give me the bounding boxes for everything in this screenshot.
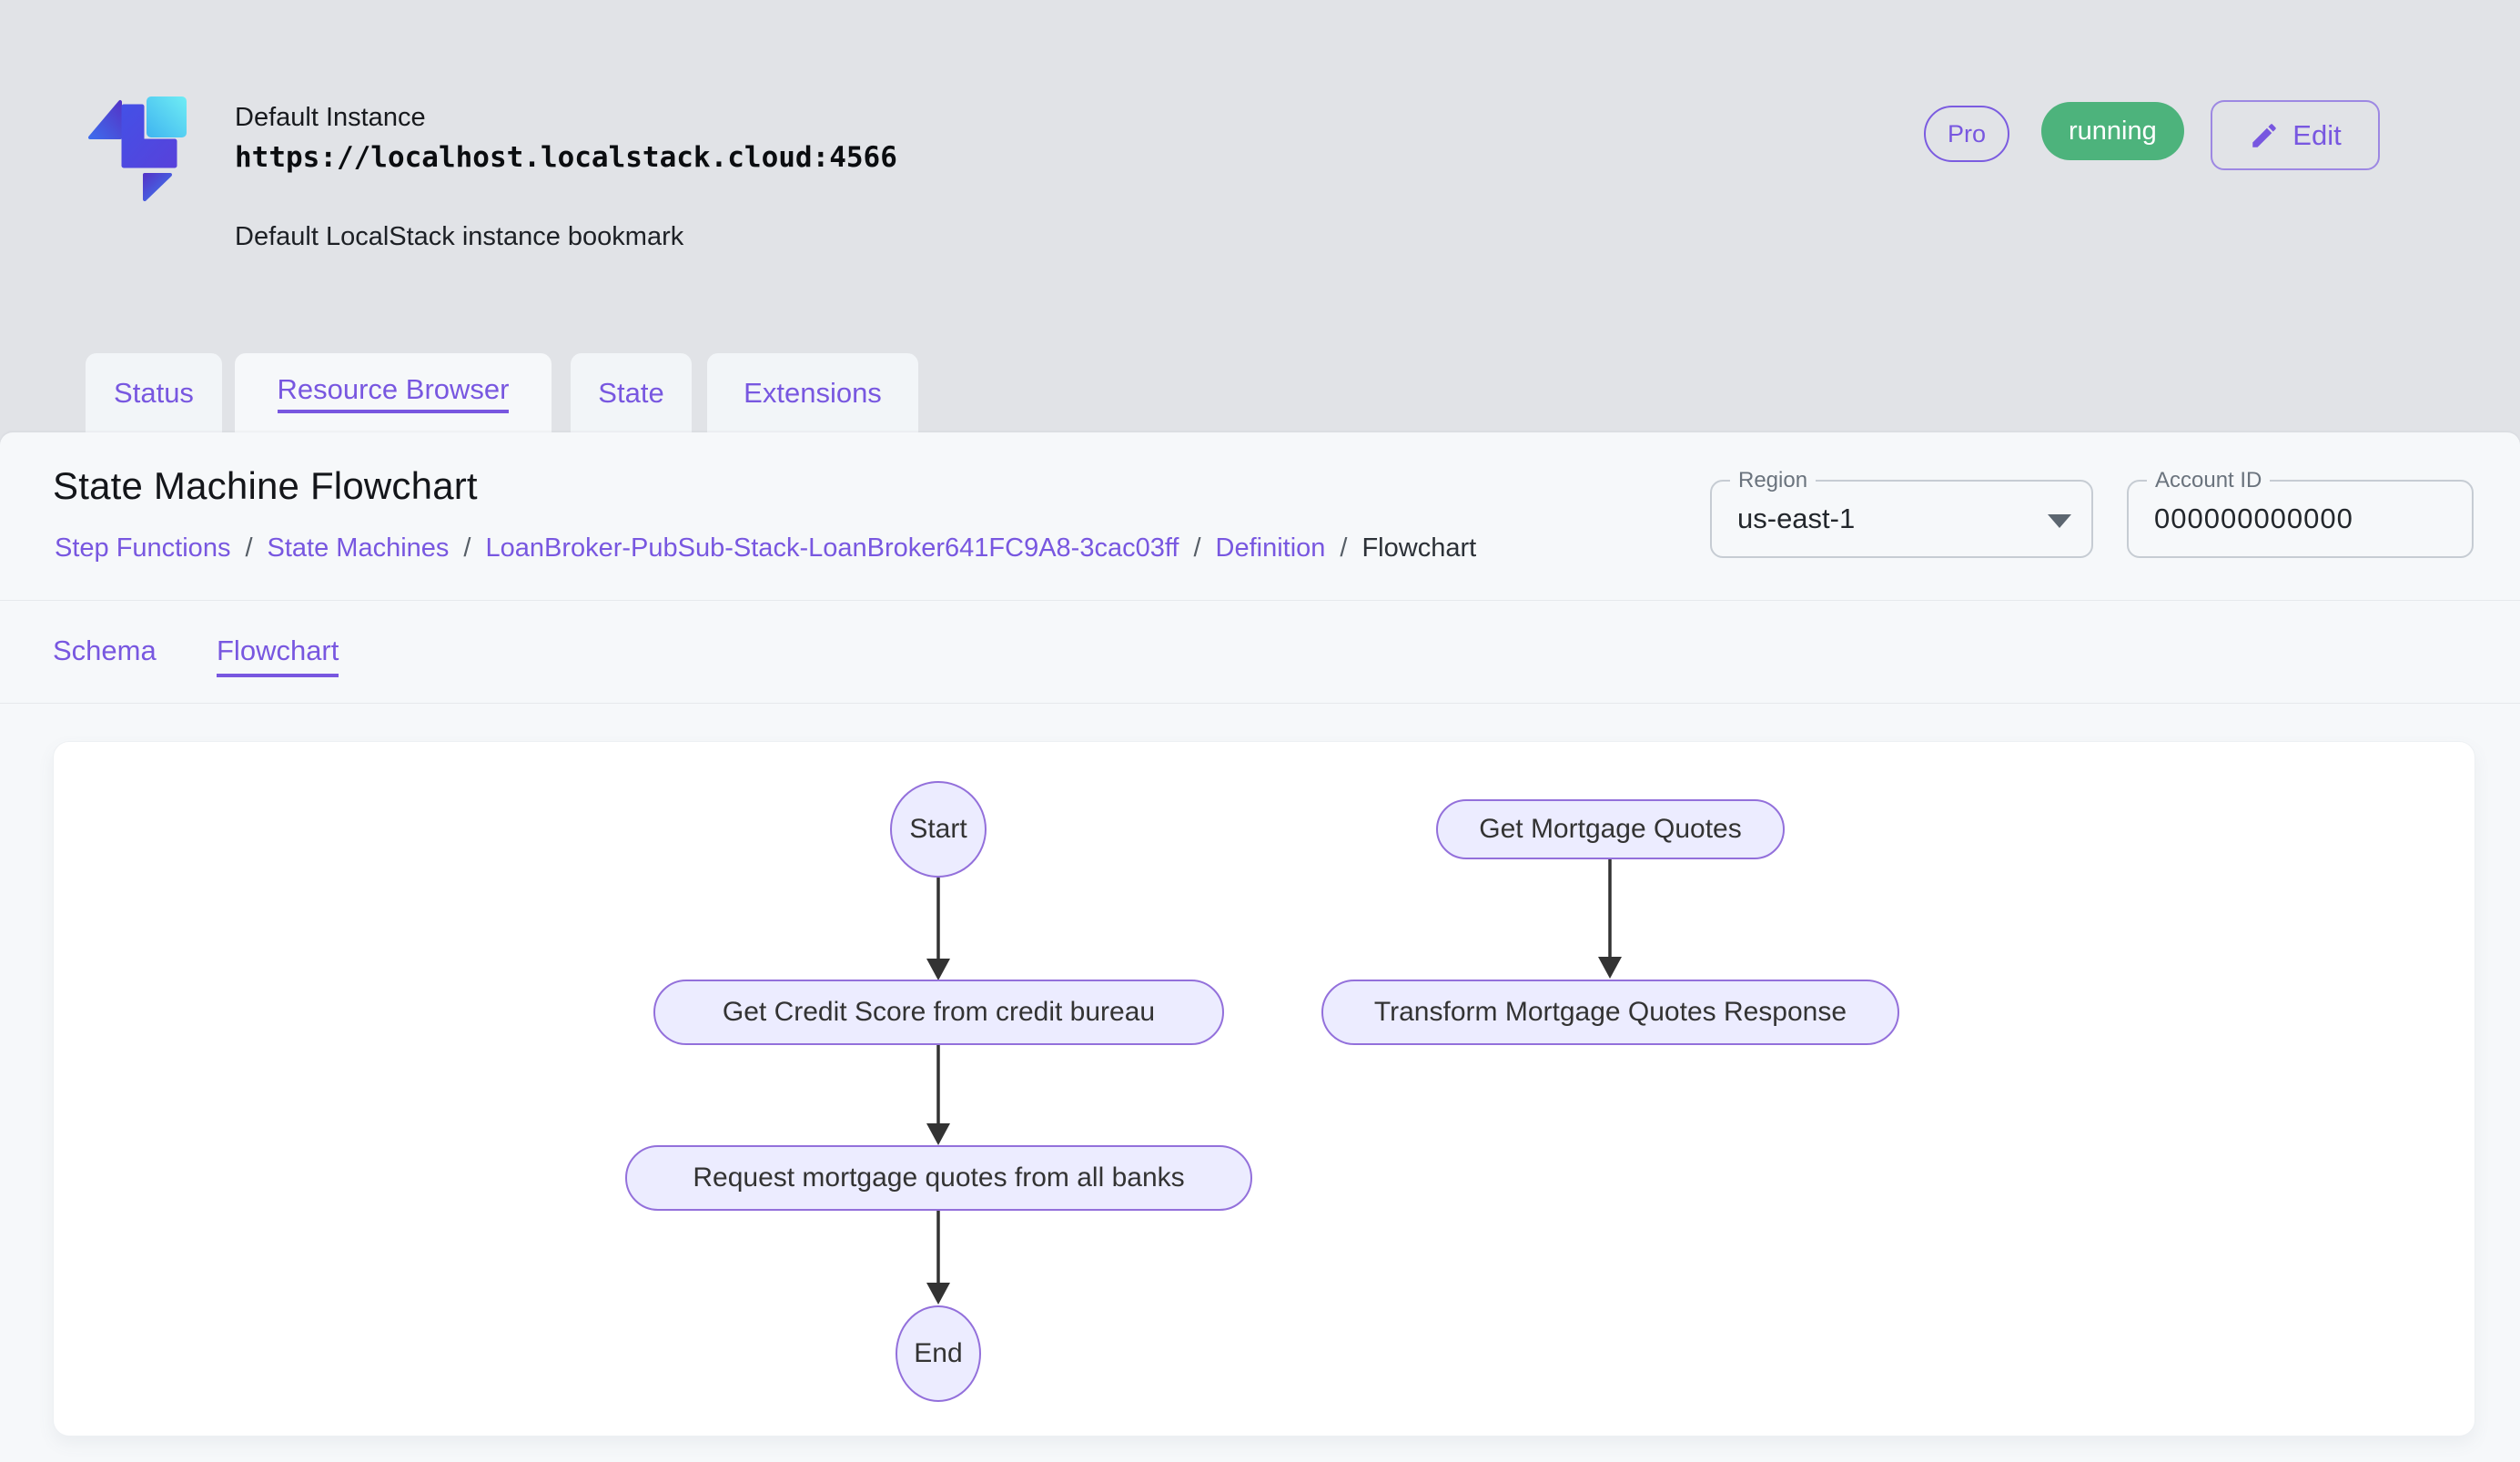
localstack-logo-icon [88,96,187,201]
flow-node-get-mortgage-quotes: Get Mortgage Quotes [1436,799,1785,859]
tab-state[interactable]: State [571,353,692,433]
edit-button-label: Edit [2292,118,2342,151]
pro-badge: Pro [1924,106,2009,162]
flow-node-end: End [896,1305,981,1402]
breadcrumb-step-functions[interactable]: Step Functions [55,533,231,563]
breadcrumb-separator: / [1193,533,1201,563]
breadcrumb-separator: / [1340,533,1348,563]
breadcrumb-definition[interactable]: Definition [1215,533,1326,563]
page-title: State Machine Flowchart [53,464,478,507]
tab-label: State [598,377,664,409]
tab-status[interactable]: Status [86,353,222,433]
edit-button[interactable]: Edit [2211,100,2380,170]
account-id-field: Account ID [2127,468,2474,558]
instance-info: Default Instance https://localhost.local… [235,100,897,253]
tab-label: Extensions [744,377,882,409]
instance-description: Default LocalStack instance bookmark [235,222,684,251]
tab-extensions[interactable]: Extensions [707,353,918,433]
region-select[interactable]: Region us-east-1 [1710,468,2093,558]
flowchart-edges [926,859,1622,1305]
region-label: Region [1730,468,1817,493]
breadcrumb-separator: / [463,533,471,563]
region-value: us-east-1 [1737,503,1856,534]
subtab-flowchart[interactable]: Flowchart [217,635,339,677]
breadcrumb-separator: / [245,533,253,563]
tab-label: Resource Browser [277,373,510,413]
instance-url: https://localhost.localstack.cloud:4566 [235,141,897,174]
breadcrumb-state-machines[interactable]: State Machines [267,533,450,563]
chevron-down-icon [2048,514,2071,528]
flowchart-canvas: Start Get Credit Score from credit burea… [53,741,2475,1437]
tab-resource-browser[interactable]: Resource Browser [235,353,552,433]
tab-label: Status [114,377,194,409]
divider [0,703,2520,704]
flow-node-request-quotes: Request mortgage quotes from all banks [625,1145,1252,1211]
account-id-input[interactable] [2129,482,2472,556]
divider [0,600,2520,601]
subtab-schema[interactable]: Schema [53,635,157,666]
pencil-icon [2252,123,2277,147]
breadcrumb-state-machine-name[interactable]: LoanBroker-PubSub-Stack-LoanBroker641FC9… [485,533,1179,563]
flow-node-get-credit-score: Get Credit Score from credit bureau [653,980,1224,1045]
breadcrumb-current: Flowchart [1361,533,1477,563]
flow-node-transform-response: Transform Mortgage Quotes Response [1321,980,1899,1045]
breadcrumb: Step Functions / State Machines / LoanBr… [55,531,1476,565]
flow-node-start: Start [890,781,987,878]
account-id-label: Account ID [2147,468,2271,493]
status-badge: running [2041,102,2184,160]
instance-name: Default Instance [235,103,426,132]
